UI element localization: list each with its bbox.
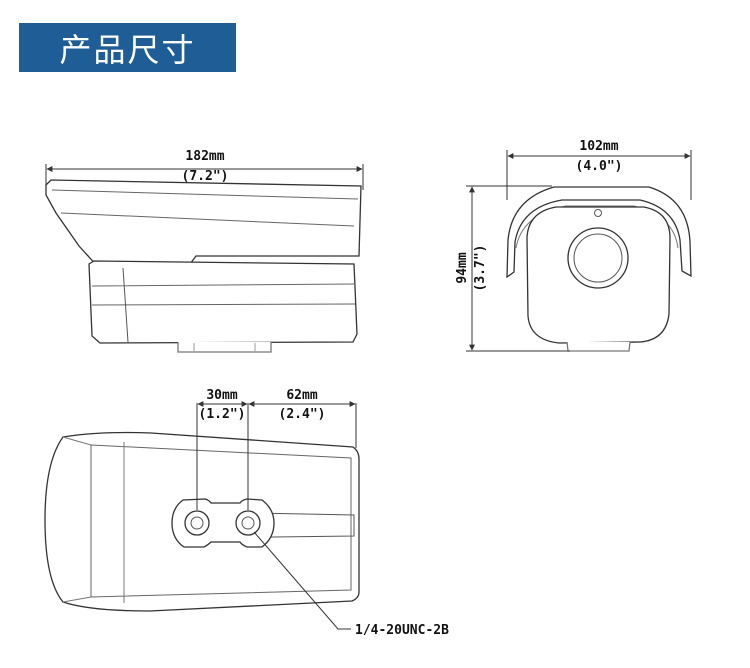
side-view-base xyxy=(177,342,272,353)
side-view-body-band xyxy=(91,283,356,306)
height-dimension: 94mm (3.7") xyxy=(455,185,570,352)
hole-spacing-mm-label: 30mm xyxy=(206,388,237,403)
hole-offset-mm-label: 62mm xyxy=(286,388,317,403)
thread-leader-line xyxy=(253,531,351,630)
hole-spacing-in-label: (1.2") xyxy=(199,407,246,422)
bottom-view-inner xyxy=(90,444,352,598)
height-in-label: (3.7") xyxy=(473,245,488,292)
front-view-lens-outer xyxy=(567,227,629,289)
side-view-hood-inner xyxy=(51,189,359,227)
mount-hole-left-inner xyxy=(190,516,204,530)
length-dimension: 182mm (7.2") xyxy=(45,149,364,190)
width-dimension: 102mm (4.0") xyxy=(506,139,692,200)
length-in-label: (7.2") xyxy=(182,169,229,184)
length-mm-label: 182mm xyxy=(185,149,224,164)
side-view xyxy=(45,179,362,353)
front-view xyxy=(506,186,692,352)
side-view-body xyxy=(88,260,358,344)
thread-callout: 1/4-20UNC-2B xyxy=(253,531,449,638)
mount-hole-right-outer xyxy=(235,510,261,536)
mount-hole-left-outer xyxy=(184,510,210,536)
front-view-lens-inner xyxy=(573,233,623,283)
width-in-label: (4.0") xyxy=(576,159,623,174)
hole-dimensions: 30mm (1.2") 62mm (2.4") xyxy=(196,388,357,510)
front-view-hood xyxy=(506,186,692,279)
bottom-view-hood-edge xyxy=(62,436,125,603)
side-view-base-detail xyxy=(193,343,256,351)
front-view-base xyxy=(566,341,631,352)
width-mm-label: 102mm xyxy=(579,139,618,154)
thread-label: 1/4-20UNC-2B xyxy=(355,623,449,638)
hole-offset-in-label: (2.4") xyxy=(279,407,326,422)
side-view-face xyxy=(122,267,129,343)
page-title: 产品尺寸 xyxy=(19,23,236,72)
front-view-sensor xyxy=(594,209,602,217)
bottom-view-slot xyxy=(199,511,355,539)
mount-hole-right-inner xyxy=(241,516,255,530)
height-mm-label: 94mm xyxy=(455,252,470,283)
front-view-hood-inner xyxy=(515,205,679,249)
bottom-view xyxy=(44,431,360,612)
